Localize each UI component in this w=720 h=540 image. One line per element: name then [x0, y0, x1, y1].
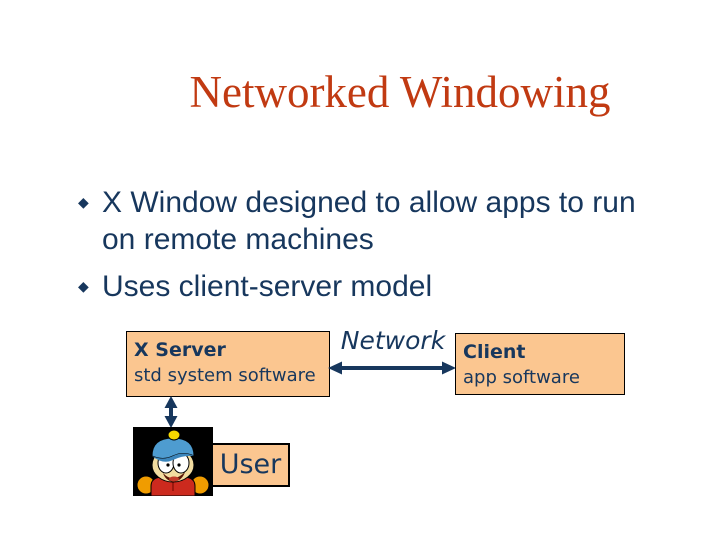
- network-label: Network: [340, 326, 446, 355]
- slide-title: Networked Windowing: [189, 67, 611, 117]
- user-box-label: User: [219, 449, 282, 480]
- x-server-box: X Server std system software: [126, 331, 330, 397]
- bullet-list: ◆ X Window designed to allow apps to run…: [78, 184, 673, 315]
- double-arrow-vertical-icon: [164, 396, 178, 428]
- diamond-bullet-icon: ◆: [78, 278, 89, 294]
- client-box-subtitle: app software: [463, 367, 580, 388]
- list-item: ◆ Uses client-server model: [78, 268, 673, 305]
- x-server-box-title: X Server: [134, 339, 226, 361]
- bullet-text: X Window designed to allow apps to run o…: [102, 186, 636, 256]
- client-box: Client app software: [455, 333, 625, 395]
- list-item: ◆ X Window designed to allow apps to run…: [78, 184, 673, 258]
- bullet-text: Uses client-server model: [102, 270, 433, 303]
- client-box-title: Client: [463, 341, 526, 363]
- diamond-bullet-icon: ◆: [78, 194, 89, 210]
- x-server-box-subtitle: std system software: [134, 365, 316, 386]
- user-box: User: [211, 443, 290, 487]
- cartman-avatar-icon: [133, 427, 213, 496]
- double-arrow-horizontal-icon: [328, 361, 456, 375]
